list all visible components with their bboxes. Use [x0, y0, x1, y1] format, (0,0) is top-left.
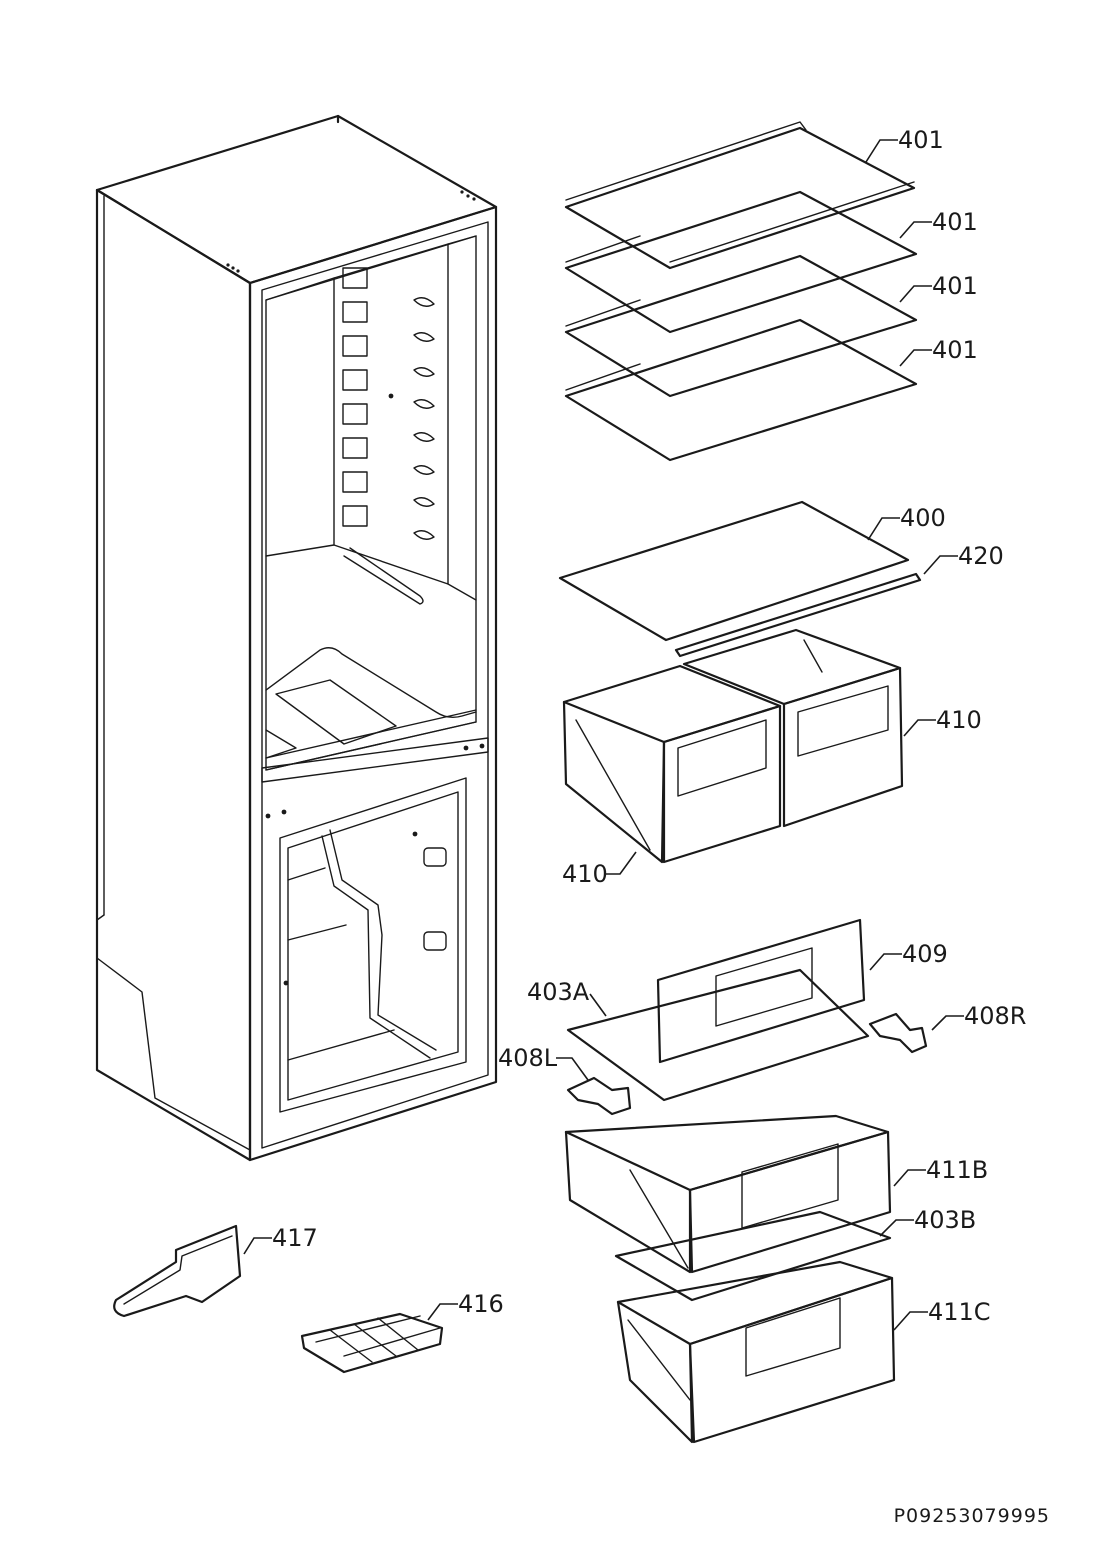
label-shelf-3: 401	[932, 272, 978, 300]
glass-shelf-2	[564, 190, 918, 334]
label-crisper-right: 410	[936, 706, 982, 734]
fridge-cabinet	[95, 114, 498, 1162]
crisper-drawer-left	[562, 664, 782, 864]
glass-shelf-1	[564, 121, 916, 270]
drawer-middle	[564, 1114, 892, 1274]
glass-cover	[558, 500, 910, 642]
hinge-right	[868, 1012, 928, 1054]
label-drawer-cover-top: 403A	[527, 978, 590, 1006]
hinge-left	[566, 1076, 632, 1116]
label-shelf-2: 401	[932, 208, 978, 236]
label-shelf-1: 401	[898, 126, 944, 154]
crisper-drawer-right	[682, 628, 904, 828]
shelf-support-column	[342, 267, 368, 527]
label-cover-strip: 420	[958, 542, 1004, 570]
label-shelf-4: 401	[932, 336, 978, 364]
leader-lines	[243, 139, 964, 1331]
label-drawer-front: 409	[902, 940, 948, 968]
label-drawer-cover-bottom: 403B	[914, 1206, 976, 1234]
ice-scraper	[113, 1224, 242, 1318]
drawer-cover-top	[566, 968, 870, 1102]
drawer-front	[656, 918, 866, 1064]
label-drawer-bottom: 411C	[928, 1298, 991, 1326]
label-hinge-left: 408L	[498, 1044, 558, 1072]
label-ice-scraper: 417	[272, 1224, 318, 1252]
glass-shelf-4	[564, 318, 918, 462]
cover-strip	[674, 572, 922, 658]
drawer-bottom	[616, 1260, 896, 1444]
ice-tray	[300, 1312, 444, 1374]
glass-shelf-3	[564, 254, 918, 398]
right-wall-supports	[413, 297, 435, 540]
label-glass-cover: 400	[900, 504, 946, 532]
label-hinge-right: 408R	[964, 1002, 1026, 1030]
label-ice-tray: 416	[458, 1290, 504, 1318]
part-labels: 401 401 401 401 400 420 410 410 409 403A…	[272, 126, 1026, 1326]
drawer-cover-bottom	[614, 1210, 892, 1302]
label-crisper-left: 410	[562, 860, 608, 888]
document-code: P09253079995	[894, 1505, 1050, 1527]
label-drawer-middle: 411B	[926, 1156, 988, 1184]
